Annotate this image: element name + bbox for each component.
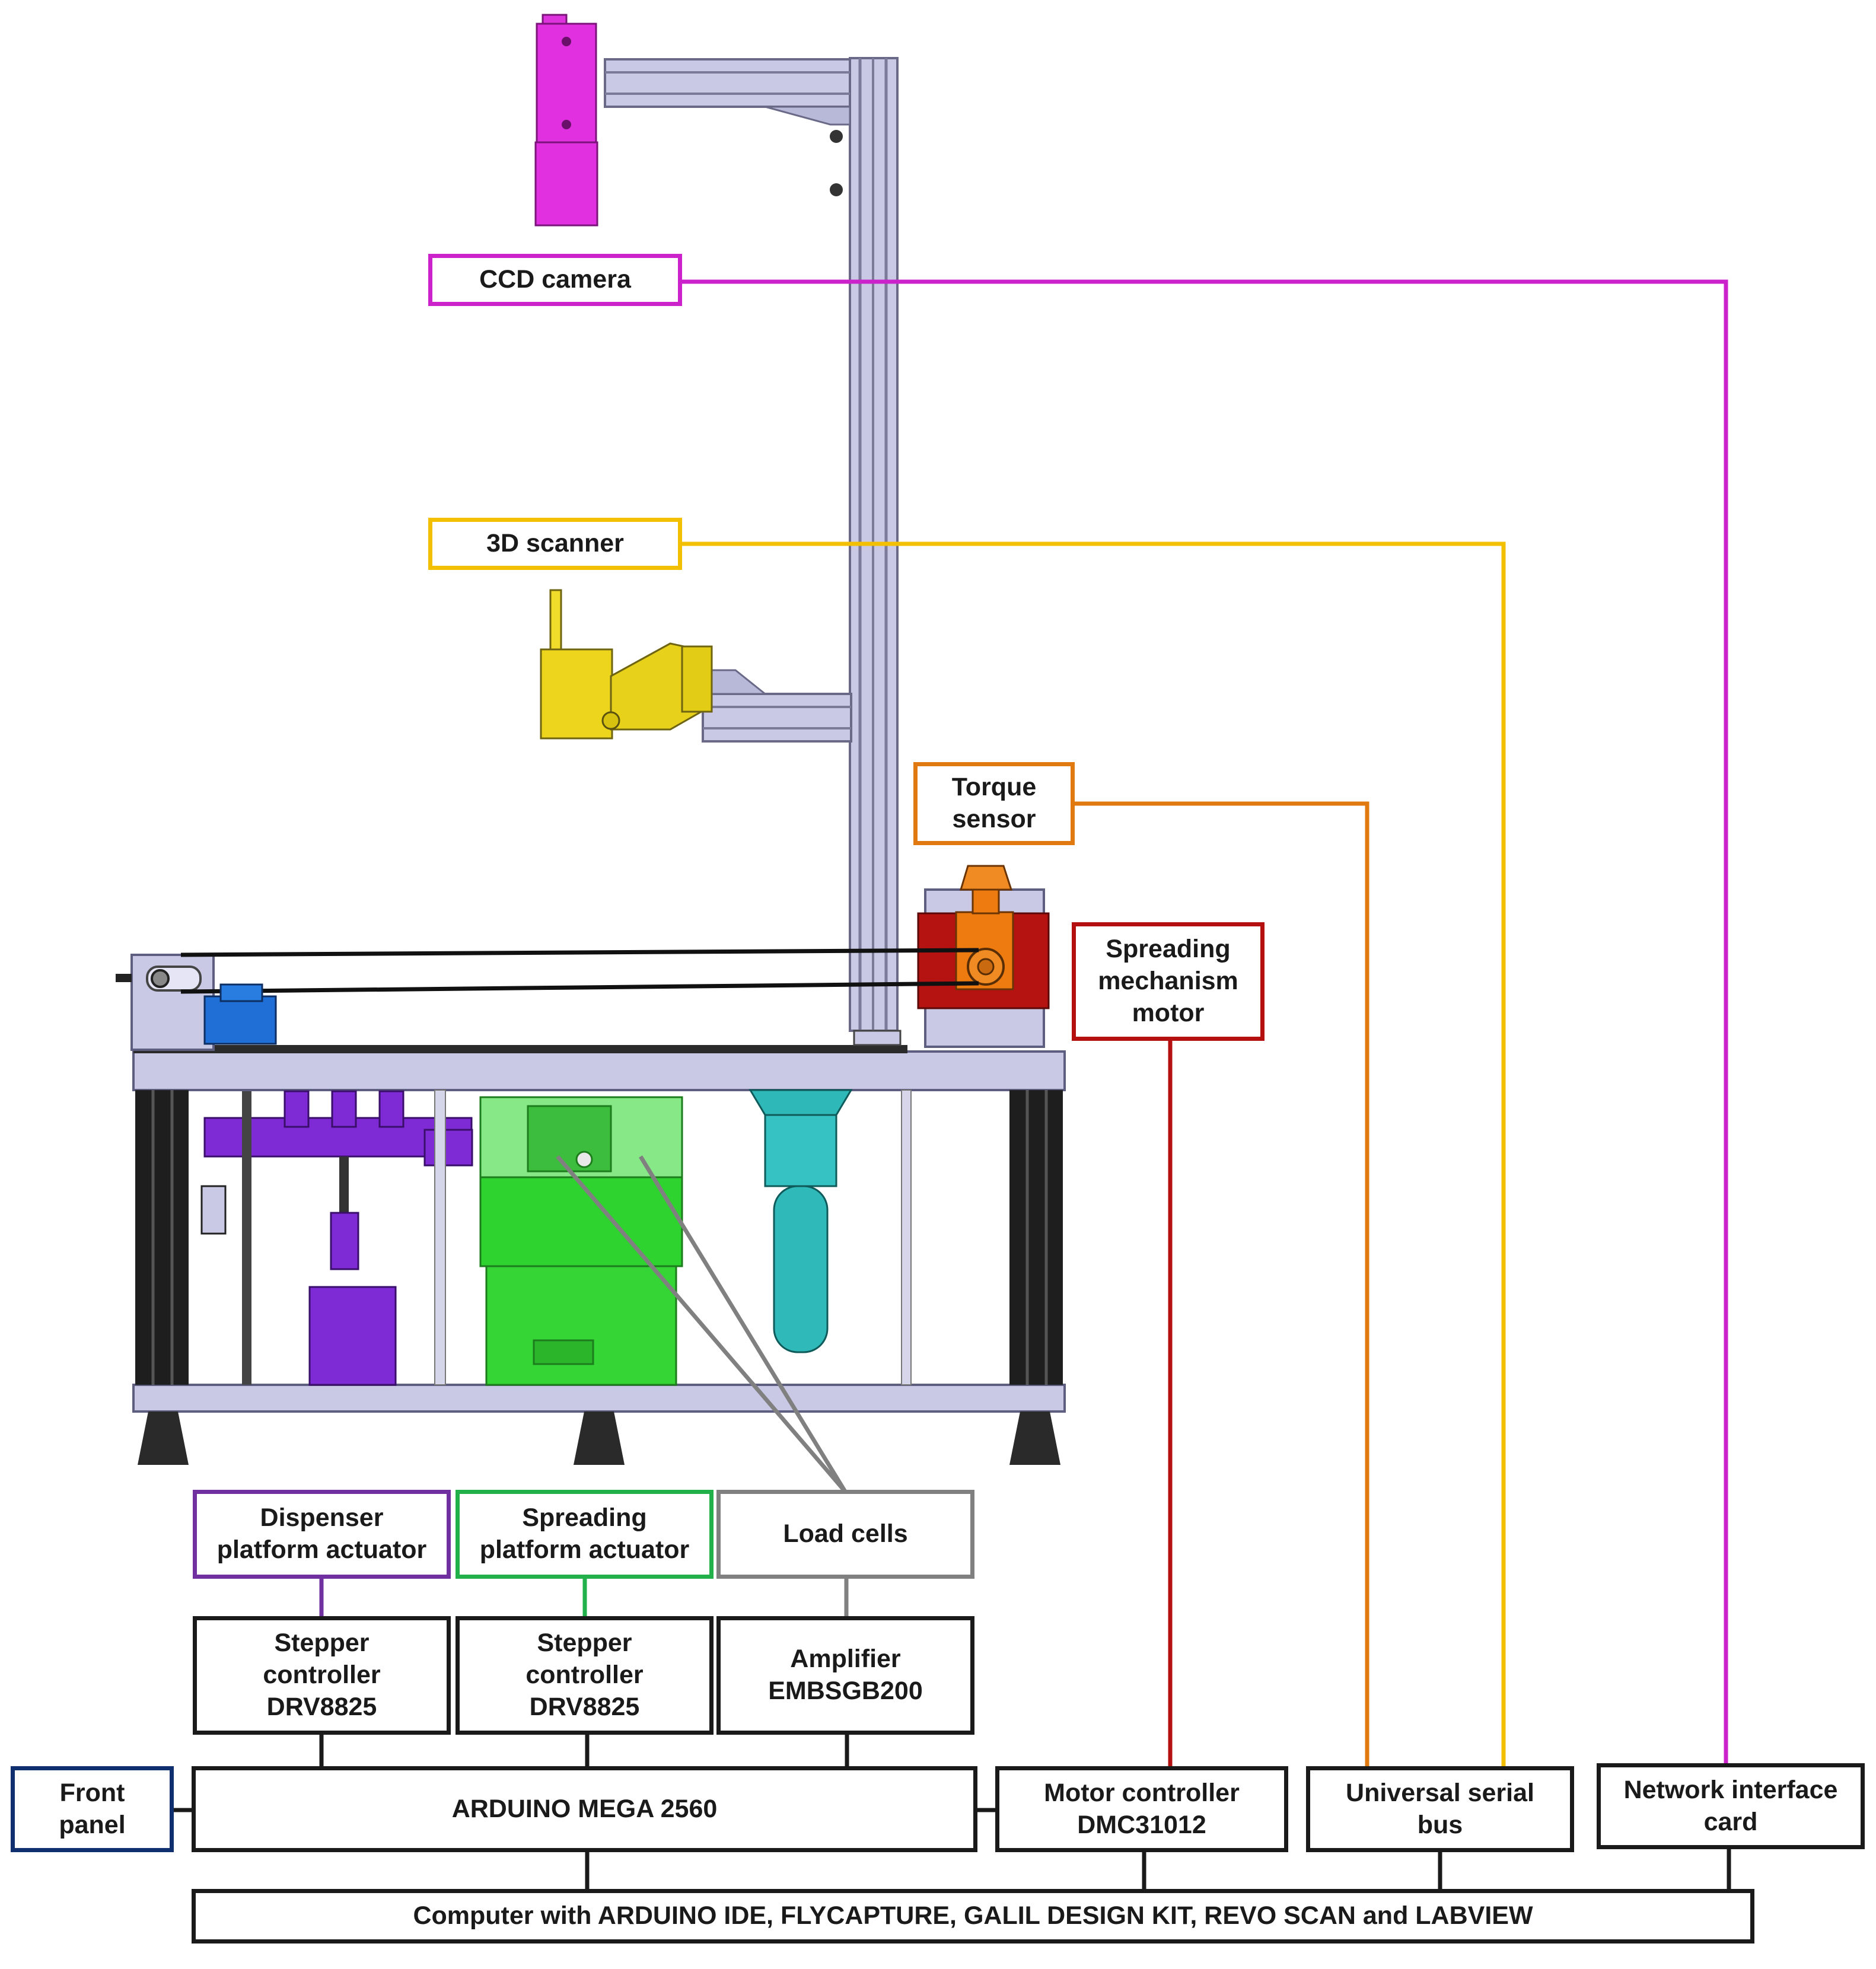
dispenser-actuator-label: Dispenser platform actuator bbox=[193, 1490, 451, 1579]
computer-box: Computer with ARDUINO IDE, FLYCAPTURE, G… bbox=[192, 1889, 1754, 1943]
3d-scanner-drawing bbox=[540, 589, 713, 740]
torque-sensor-label: Torque sensor bbox=[913, 762, 1075, 845]
torque-connection-line bbox=[1074, 801, 1369, 1767]
spreading-platform-drawing bbox=[479, 1096, 683, 1386]
machine-frame bbox=[116, 865, 1066, 1465]
amplifier-box: Amplifier EMBSGB200 bbox=[716, 1616, 974, 1735]
nic-box: Network interface card bbox=[1597, 1763, 1865, 1849]
dispenser-mechanism-drawing bbox=[200, 1089, 473, 1386]
motor-controller-box: Motor controller DMC31012 bbox=[995, 1766, 1288, 1852]
scanner-connection-line bbox=[679, 541, 1506, 1767]
top-arm bbox=[604, 58, 851, 196]
usb-box: Universal serial bus bbox=[1306, 1766, 1574, 1852]
stepper-controller-2: Stepper controller DRV8825 bbox=[456, 1616, 714, 1735]
front-panel-box: Front panel bbox=[11, 1766, 174, 1852]
load-cell-pointers bbox=[556, 1155, 847, 1493]
camera-connection-line bbox=[679, 279, 1728, 1764]
spreading-actuator-label: Spreading platform actuator bbox=[456, 1490, 714, 1579]
load-cells-label: Load cells bbox=[716, 1490, 974, 1579]
hardware-links bbox=[173, 1734, 1731, 1892]
spreading-motor-label: Spreading mechanism motor bbox=[1072, 922, 1265, 1041]
ccd-camera-drawing bbox=[534, 14, 598, 227]
stepper-controller-1: Stepper controller DRV8825 bbox=[193, 1616, 451, 1735]
arduino-box: ARDUINO MEGA 2560 bbox=[192, 1766, 977, 1852]
3d-scanner-label: 3D scanner bbox=[428, 518, 682, 570]
scanner-arm bbox=[702, 669, 852, 743]
ccd-camera-label: CCD camera bbox=[428, 254, 682, 306]
teal-cylinder-drawing bbox=[749, 1089, 912, 1385]
